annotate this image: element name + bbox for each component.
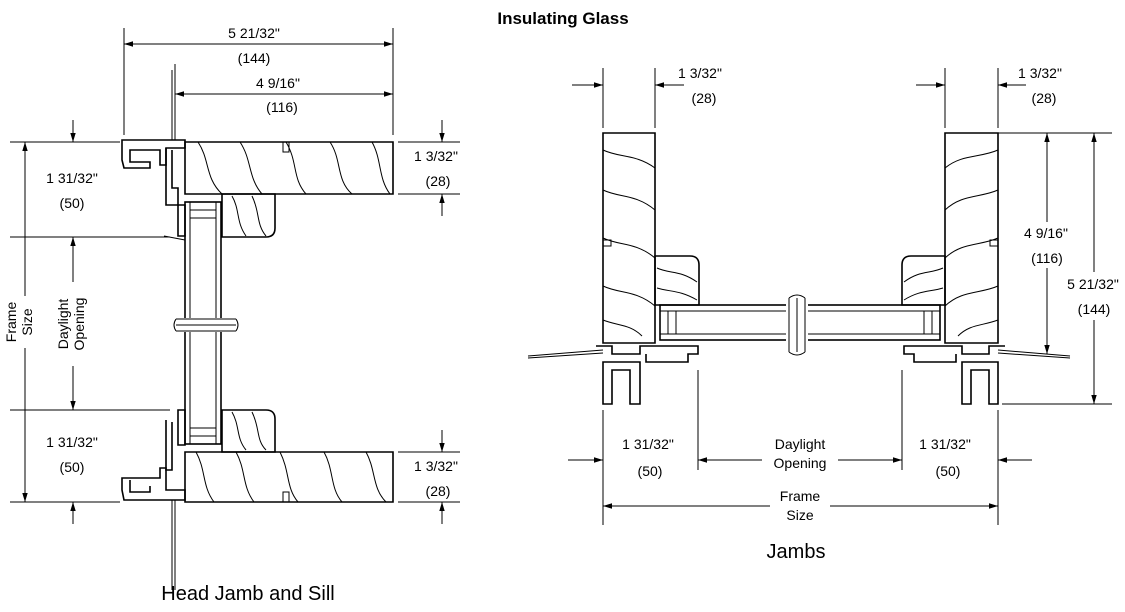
jb-left-frame-label: 1 31/32": [622, 436, 674, 452]
hs-daylight-label-line1: Daylight: [55, 299, 71, 350]
hs-head-frame-label: 1 31/32": [46, 170, 98, 186]
head-aluminum-cladding: [121, 70, 186, 241]
left-glazing-stop: [654, 255, 700, 306]
jb-left-thickness-mm-label: (28): [692, 90, 717, 106]
left-jamb-aluminum: [527, 345, 699, 405]
hs-overall-depth-label: 5 21/32": [228, 25, 280, 41]
jb-daylight-label-line2: Opening: [774, 455, 827, 471]
jambs-section: 1 3/32" (28) 1 3/32" (28) 4 9/16" (116) …: [527, 65, 1124, 563]
hs-head-thickness-label: 1 3/32": [414, 148, 458, 164]
jb-frame-size-label-line2: Size: [786, 507, 813, 523]
jb-right-thickness-label: 1 3/32": [1018, 65, 1062, 81]
jb-left-frame-mm-label: (50): [638, 463, 663, 479]
sill-wood-member: [184, 451, 394, 503]
head-sill-section: 5 21/32" (144) 4 9/16" (116) 1 31/32" (5…: [3, 25, 460, 605]
jb-overall-depth-label: 5 21/32": [1067, 276, 1119, 292]
jb-overall-depth-mm-label: (144): [1078, 301, 1111, 317]
hs-inner-depth-mm-label: (116): [266, 99, 298, 115]
drawing-title: Insulating Glass: [497, 9, 628, 28]
jb-inner-depth-label: 4 9/16": [1024, 225, 1068, 241]
hs-inner-depth-label: 4 9/16": [256, 75, 300, 91]
left-jamb-wood: [602, 132, 656, 344]
head-sill-extension-lines: [10, 28, 460, 503]
hs-sill-thickness-label: 1 3/32": [414, 458, 458, 474]
head-sill-caption: Head Jamb and Sill: [161, 583, 334, 605]
hs-sill-thickness-mm-label: (28): [426, 483, 451, 499]
head-glazing-stop: [221, 193, 276, 238]
right-jamb-wood: [944, 132, 999, 344]
right-jamb-aluminum: [903, 345, 1071, 405]
sill-aluminum-cladding: [121, 409, 186, 590]
hs-daylight-label-line2: Opening: [71, 298, 87, 351]
hs-sill-frame-mm-label: (50): [60, 459, 85, 475]
hs-head-thickness-mm-label: (28): [426, 173, 451, 189]
jambs-extension-lines: [602, 68, 1112, 525]
jambs-caption: Jambs: [767, 541, 826, 563]
hs-frame-size-label-line2: Size: [19, 308, 35, 335]
jb-daylight-label-line1: Daylight: [775, 436, 826, 452]
jb-right-frame-label: 1 31/32": [919, 436, 971, 452]
hs-head-frame-mm-label: (50): [60, 195, 85, 211]
jb-inner-depth-mm-label: (116): [1031, 250, 1063, 266]
jb-left-thickness-label: 1 3/32": [678, 65, 722, 81]
jb-right-frame-mm-label: (50): [936, 463, 961, 479]
head-wood-member: [184, 141, 394, 195]
sill-glazing-stop: [221, 409, 276, 453]
hs-overall-depth-mm-label: (144): [238, 50, 271, 66]
head-sill-glass-unit: [173, 201, 239, 445]
jambs-glass-unit: [659, 294, 941, 356]
head-sill-dimension-lines: [22, 41, 445, 524]
jb-right-thickness-mm-label: (28): [1032, 90, 1057, 106]
jb-frame-size-label-line1: Frame: [780, 488, 821, 504]
hs-frame-size-label-line1: Frame: [3, 302, 19, 343]
right-glazing-stop: [901, 255, 946, 306]
hs-sill-frame-label: 1 31/32": [46, 434, 98, 450]
